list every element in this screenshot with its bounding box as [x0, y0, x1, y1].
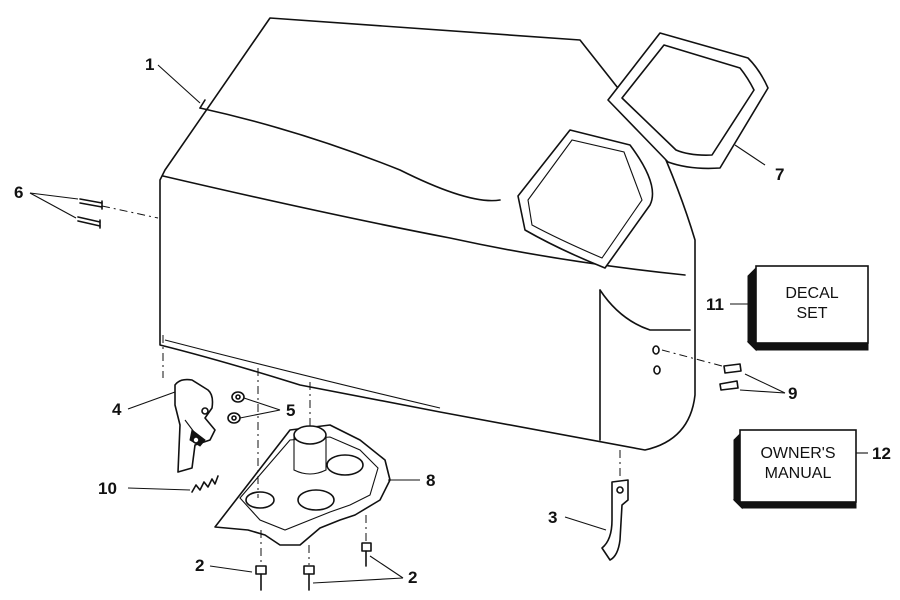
callout-10: 10: [98, 479, 117, 498]
engine-cover: [159, 17, 696, 451]
alignment-lines: [162, 335, 621, 565]
callout-9: 9: [788, 384, 797, 403]
callout-11: 11: [706, 295, 724, 314]
callout-8: 8: [426, 471, 435, 490]
callout-2-right: 2: [408, 568, 417, 587]
manual-box-line1: OWNER'S: [760, 445, 835, 462]
callout-7: 7: [775, 165, 784, 184]
owners-manual-box: OWNER'S MANUAL: [732, 429, 857, 510]
vent-grille: [607, 32, 769, 170]
callout-1: 1: [145, 55, 154, 74]
decal-set-box: DECAL SET: [746, 265, 869, 352]
latch: [174, 378, 216, 473]
spring: [191, 475, 219, 493]
callout-12: 12: [872, 444, 891, 463]
pins-right: [661, 349, 742, 391]
decal-box-line2: SET: [796, 305, 827, 322]
screws: [255, 542, 372, 591]
clip: [601, 479, 629, 561]
callout-4: 4: [112, 400, 122, 419]
decal-box-line1: DECAL: [785, 285, 838, 302]
callout-3: 3: [548, 508, 557, 527]
cover-bracket: [214, 424, 391, 546]
pins: [77, 198, 159, 229]
washers: [227, 391, 245, 424]
callout-6: 6: [14, 183, 23, 202]
leader-lines: [29, 64, 868, 584]
manual-box-line2: MANUAL: [765, 465, 832, 482]
callout-labels: 1 6 7 11 9 4 5 12 10 8 3 2 2: [14, 55, 891, 587]
callout-5: 5: [286, 401, 295, 420]
callout-2-left: 2: [195, 556, 204, 575]
